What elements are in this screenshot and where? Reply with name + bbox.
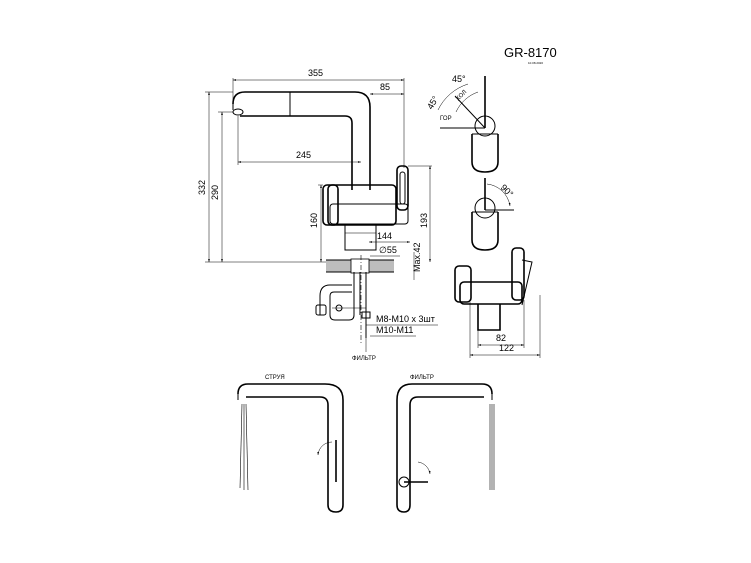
angle-45-top: 45° xyxy=(452,74,466,84)
model-title: GR-8170 xyxy=(504,45,557,60)
dim-193: 193 xyxy=(419,213,429,228)
dim-355: 355 xyxy=(308,68,323,78)
dim-332: 332 xyxy=(197,180,207,195)
dim-160: 160 xyxy=(309,213,319,228)
dim-122: 122 xyxy=(499,343,514,353)
angle-45-left: 45° xyxy=(425,94,441,111)
filter-mode-view: ФИЛЬТР xyxy=(396,375,495,513)
label-hor: ГОР xyxy=(440,116,452,122)
dim-diameter: ∅55 xyxy=(379,245,397,255)
side-view: 82 122 xyxy=(454,247,541,358)
main-faucet-view: 355 85 245 332 290 160 193 144 Max.42 ∅5… xyxy=(197,68,438,362)
label-fitting: M10-M11 xyxy=(376,325,413,335)
dim-290: 290 xyxy=(210,185,220,200)
dim-245: 245 xyxy=(296,150,311,160)
dim-144: 144 xyxy=(377,231,392,241)
angle-view-45: 45° 45° ХОЛ ГОР xyxy=(425,74,499,173)
label-studs: M8-M10 x 3шт xyxy=(376,314,435,324)
angle-view-90: 90° xyxy=(471,178,516,251)
dim-82: 82 xyxy=(496,333,506,343)
dim-85: 85 xyxy=(380,82,390,92)
model-subtitle: 10.08.2020 xyxy=(528,61,543,65)
angle-90: 90° xyxy=(499,182,516,199)
label-hot: ХОЛ xyxy=(455,89,468,102)
label-filter: ФИЛЬТР xyxy=(410,375,434,381)
label-stream: СТРУЯ xyxy=(265,375,285,381)
label-filter-bottom: ФИЛЬТР xyxy=(352,356,376,362)
dim-max42: Max.42 xyxy=(412,242,422,272)
stream-mode-view: СТРУЯ xyxy=(237,375,344,513)
